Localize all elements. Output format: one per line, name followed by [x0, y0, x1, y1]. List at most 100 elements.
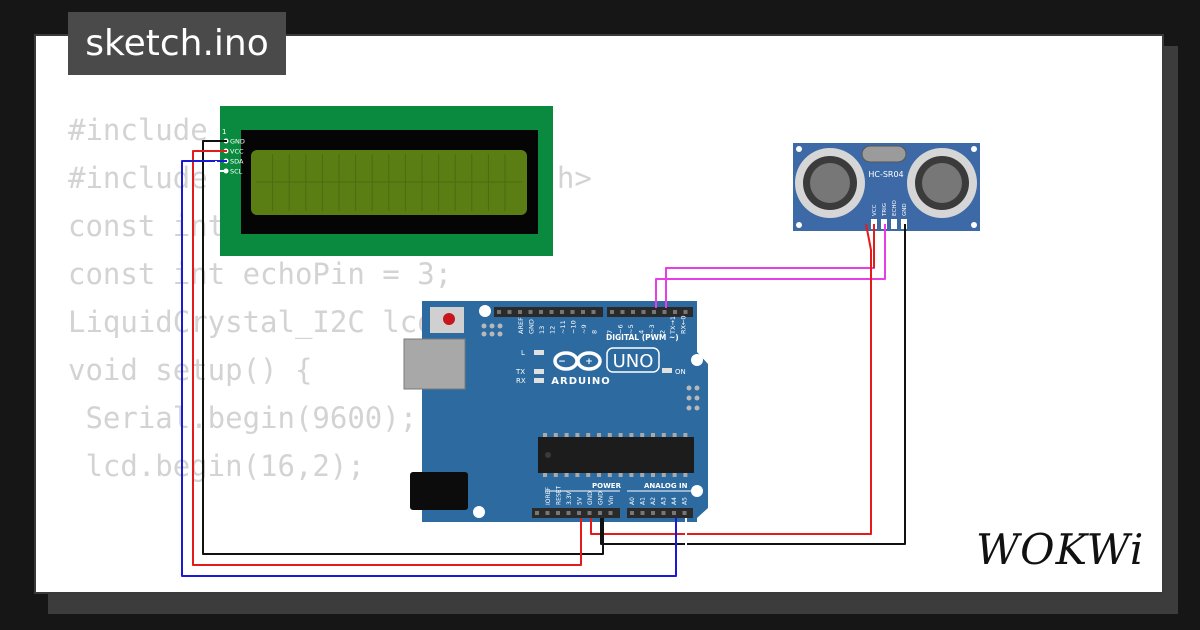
- header-hole: [577, 511, 581, 515]
- icsp-header-right: [686, 385, 700, 411]
- digital-header-right: [607, 307, 693, 317]
- transducer-right: [907, 148, 977, 218]
- code-line: void setup() {: [68, 353, 313, 387]
- lcd-pin-label: SDA: [230, 158, 244, 166]
- header-hole: [507, 310, 512, 314]
- chip-leg: [575, 433, 580, 437]
- analog-pin-label: A4: [671, 497, 678, 505]
- uno-badge: [606, 347, 660, 373]
- header-hole: [587, 511, 592, 515]
- analog-pin-label: A2: [650, 497, 657, 505]
- led-on-label: ON: [675, 368, 686, 376]
- wokwi-logo-text: WOKWi: [976, 525, 1145, 574]
- chip-leg: [661, 433, 666, 437]
- code-line: Serial.begin(9600);: [68, 401, 418, 435]
- digital-pin-label: TX→1: [669, 316, 677, 335]
- chip-leg: [607, 473, 612, 477]
- chip-leg: [586, 433, 591, 437]
- digital-header-holes: [497, 310, 688, 314]
- chip-leg: [618, 433, 623, 437]
- chip-leg: [553, 433, 558, 437]
- chip-leg: [543, 433, 547, 437]
- digital-pin-label: 12: [549, 326, 557, 334]
- analog-pin-label: A5: [682, 497, 689, 505]
- power-pin-label: Vin: [608, 495, 615, 505]
- lcd-pin-label: GND: [230, 138, 245, 146]
- power-pin-label: GND: [587, 491, 594, 505]
- led-tx: [534, 369, 544, 374]
- sensor-pin-label: VCC: [872, 204, 878, 216]
- power-jack: [410, 472, 468, 510]
- header-hole: [518, 310, 522, 314]
- chip-leg: [651, 433, 655, 437]
- analog-header: [627, 508, 693, 518]
- chip-leg: [564, 473, 569, 477]
- header-hole: [549, 310, 554, 314]
- power-pin-label: RESET: [556, 485, 563, 505]
- transducer-left: [795, 148, 865, 218]
- header-hole: [683, 310, 688, 314]
- power-header-label: POWER: [592, 482, 622, 490]
- sensor-pin: [891, 219, 897, 229]
- chip-leg: [672, 433, 677, 437]
- led-tx-label: TX: [515, 368, 525, 376]
- analog-header-label: ANALOG IN: [644, 482, 688, 490]
- header-hole: [566, 511, 571, 515]
- chip-legs: [543, 433, 688, 477]
- chip-leg: [640, 433, 645, 437]
- led-l-label: L: [521, 349, 525, 357]
- bottom-header-holes: [535, 511, 687, 515]
- file-tab-label: sketch.ino: [85, 23, 269, 64]
- led-l: [534, 350, 544, 355]
- digital-pin-label: ~5: [627, 324, 635, 334]
- header-hole: [630, 511, 634, 515]
- chip-leg: [672, 473, 677, 477]
- header-hole: [641, 310, 646, 314]
- file-tab[interactable]: sketch.ino: [68, 12, 286, 75]
- header-hole: [591, 310, 596, 314]
- power-pin-label: IOREF: [545, 487, 552, 505]
- lcd-char-grid: [256, 154, 522, 211]
- chip-leg: [683, 473, 688, 477]
- digital-pin-label: 7: [606, 330, 614, 334]
- wire-lcd-vcc: [192, 150, 582, 566]
- wire-sensor-gnd: [600, 224, 906, 545]
- header-hole: [528, 310, 533, 314]
- mount-hole: [691, 354, 703, 366]
- digital-pin-label: ~6: [617, 324, 625, 334]
- power-pin-label: 3.3V: [566, 490, 573, 505]
- usb-connector: [403, 338, 466, 390]
- wire-sensor-vcc: [590, 223, 872, 535]
- mount-hole: [971, 146, 977, 152]
- chip-leg: [661, 473, 666, 477]
- mount-hole: [473, 506, 485, 518]
- analog-pin-label: A1: [640, 497, 647, 505]
- chip-leg: [629, 473, 634, 477]
- header-hole: [570, 310, 575, 314]
- digital-pin-label: 13: [538, 326, 546, 334]
- chip-leg: [564, 433, 569, 437]
- chip-leg: [607, 433, 612, 437]
- code-line: lcd.begin(16,2);: [68, 449, 365, 483]
- header-hole: [672, 511, 676, 515]
- header-hole: [608, 511, 613, 515]
- chip-leg: [597, 433, 601, 437]
- digital-pin-label: GND: [528, 319, 536, 334]
- lcd-pin-label: SCL: [230, 168, 243, 176]
- mount-hole: [479, 305, 491, 317]
- chip-leg: [597, 473, 601, 477]
- chip-leg: [543, 473, 547, 477]
- power-pin-label: GND: [598, 491, 605, 505]
- chip-leg: [575, 473, 580, 477]
- analog-pin-label: A0: [629, 497, 636, 505]
- header-hole: [651, 511, 655, 515]
- chip-leg: [618, 473, 623, 477]
- digital-pin-label: 4: [638, 330, 646, 334]
- analog-pin-label: A3: [661, 497, 668, 505]
